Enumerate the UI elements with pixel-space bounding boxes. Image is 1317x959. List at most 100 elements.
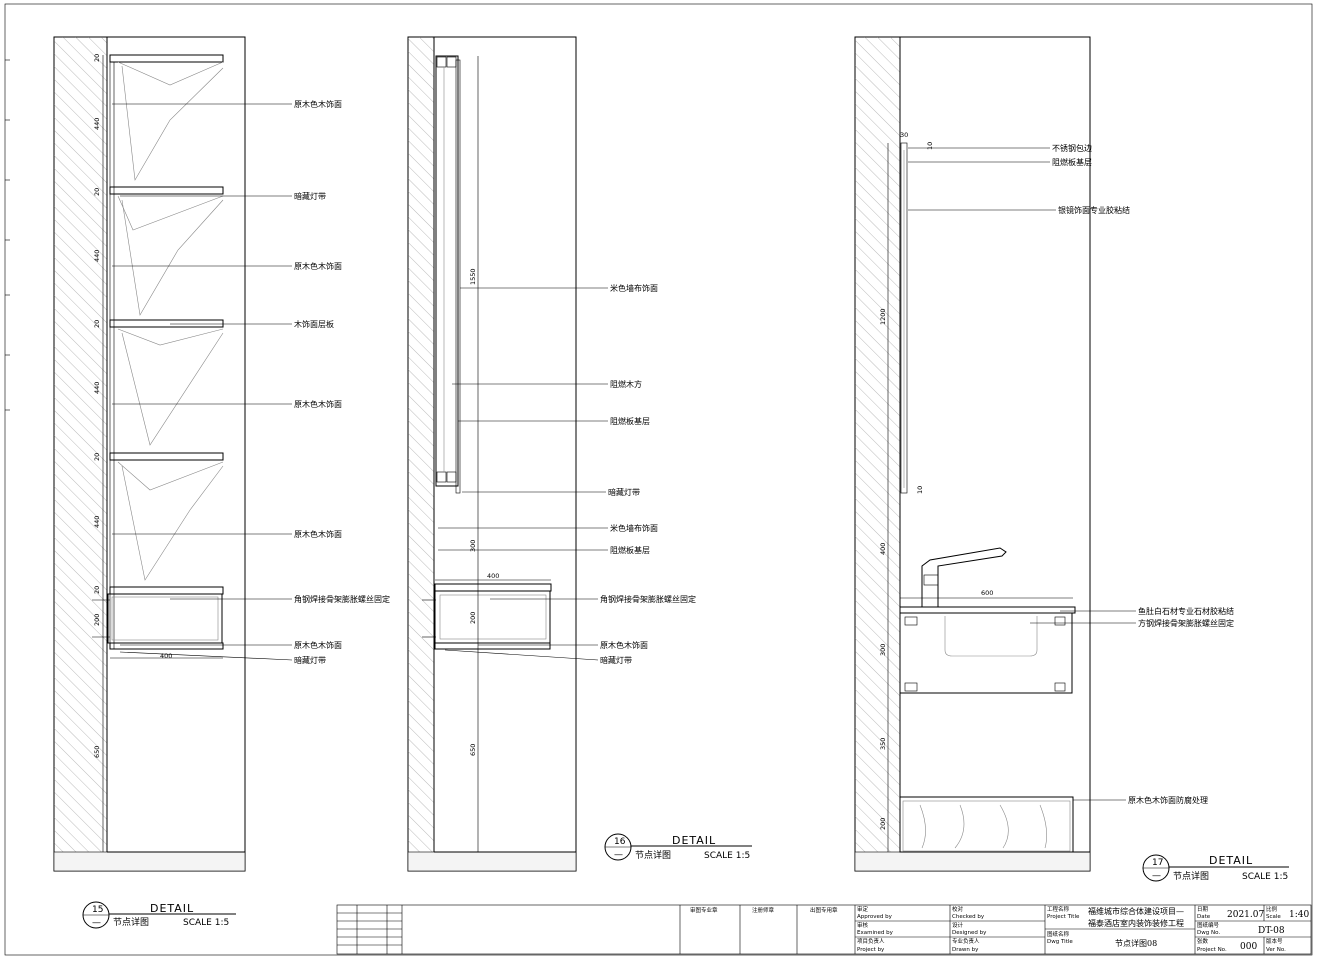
svg-text:福维城市综合体建设项目—: 福维城市综合体建设项目— bbox=[1088, 906, 1184, 916]
detail-15-drawing bbox=[53, 36, 293, 872]
detail-15-title: 15 — DETAIL 节点详图 SCALE 1:5 bbox=[82, 901, 236, 929]
svg-text:福泰酒店室内装饰装修工程: 福泰酒店室内装饰装修工程 bbox=[1088, 918, 1184, 928]
svg-text:600: 600 bbox=[981, 589, 993, 597]
svg-text:10: 10 bbox=[926, 142, 934, 150]
svg-text:17: 17 bbox=[1152, 858, 1163, 868]
svg-text:15: 15 bbox=[92, 905, 103, 915]
label-15-4: 木饰面层板 bbox=[294, 319, 334, 329]
svg-text:项目负责人: 项目负责人 bbox=[857, 937, 885, 945]
svg-text:SCALE 1:5: SCALE 1:5 bbox=[183, 918, 229, 928]
svg-text:Dwg No.: Dwg No. bbox=[1197, 930, 1220, 936]
detail-17-drawing bbox=[854, 36, 1136, 872]
svg-text:鱼肚白石材专业石材胶粘结: 鱼肚白石材专业石材胶粘结 bbox=[1138, 606, 1234, 616]
svg-text:设计: 设计 bbox=[952, 921, 964, 929]
svg-text:审定: 审定 bbox=[857, 905, 869, 913]
svg-text:2021.07: 2021.07 bbox=[1227, 910, 1264, 920]
label-15-6: 原木色木饰面 bbox=[294, 529, 342, 539]
svg-text:原木色木饰面防腐处理: 原木色木饰面防腐处理 bbox=[1128, 795, 1208, 805]
svg-text:米色墙布饰面: 米色墙布饰面 bbox=[610, 523, 658, 533]
svg-text:440: 440 bbox=[93, 516, 101, 528]
svg-text:角钢焊接骨架膨胀螺丝固定: 角钢焊接骨架膨胀螺丝固定 bbox=[600, 594, 696, 604]
svg-text:专业负责人: 专业负责人 bbox=[952, 937, 980, 945]
svg-text:出图专用章: 出图专用章 bbox=[810, 906, 838, 914]
sheet-border bbox=[4, 3, 1313, 956]
label-15-1: 原木色木饰面 bbox=[294, 99, 342, 109]
svg-text:1550: 1550 bbox=[469, 268, 477, 285]
svg-text:20: 20 bbox=[93, 188, 101, 196]
detail-15-labels: 原木色木饰面 暗藏灯带 原木色木饰面 木饰面层板 原木色木饰面 原木色木饰面 角… bbox=[294, 99, 390, 665]
svg-text:Project No.: Project No. bbox=[1197, 947, 1227, 953]
svg-text:SCALE 1:5: SCALE 1:5 bbox=[1242, 872, 1288, 882]
svg-text:650: 650 bbox=[469, 744, 477, 756]
title-block: 审图专业章 注册师章 出图专用章 审定 Approved by 校对 Check… bbox=[336, 904, 1312, 955]
svg-text:10: 10 bbox=[916, 486, 924, 494]
detail-16-title: 16 — DETAIL 节点详图 SCALE 1:5 bbox=[604, 833, 752, 861]
svg-text:300: 300 bbox=[879, 644, 887, 656]
svg-text:Drawn by: Drawn by bbox=[952, 947, 979, 953]
svg-text:校对: 校对 bbox=[952, 905, 964, 913]
svg-text:原木色木饰面: 原木色木饰面 bbox=[600, 640, 648, 650]
label-15-8: 原木色木饰面 bbox=[294, 640, 342, 650]
svg-text:Dwg Title: Dwg Title bbox=[1047, 939, 1073, 945]
svg-text:DETAIL: DETAIL bbox=[150, 902, 194, 915]
svg-text:000: 000 bbox=[1240, 942, 1257, 952]
svg-text:图纸名称: 图纸名称 bbox=[1047, 930, 1070, 938]
svg-text:注册师章: 注册师章 bbox=[752, 906, 775, 914]
svg-text:20: 20 bbox=[93, 320, 101, 328]
svg-text:图纸编号: 图纸编号 bbox=[1197, 921, 1220, 929]
label-15-2: 暗藏灯带 bbox=[294, 191, 326, 201]
svg-text:Checked by: Checked by bbox=[952, 914, 985, 920]
svg-text:16: 16 bbox=[614, 837, 626, 847]
svg-text:节点详图: 节点详图 bbox=[635, 849, 671, 861]
detail-17-labels: 不锈钢包边 阻燃板基层 银镜饰面专业胶粘结 鱼肚白石材专业石材胶粘结 方钢焊接骨… bbox=[1052, 143, 1234, 805]
svg-text:阻燃板基层: 阻燃板基层 bbox=[1052, 157, 1092, 167]
svg-text:400: 400 bbox=[879, 543, 887, 555]
svg-text:Examined by: Examined by bbox=[857, 930, 894, 936]
svg-text:400: 400 bbox=[487, 572, 499, 580]
svg-text:DETAIL: DETAIL bbox=[1209, 854, 1253, 867]
detail-15-dimensions: 20 440 20 440 20 440 20 440 20 200 650 4… bbox=[93, 54, 172, 758]
label-15-9: 暗藏灯带 bbox=[294, 655, 326, 665]
svg-text:阻燃板基层: 阻燃板基层 bbox=[610, 545, 650, 555]
svg-text:比例: 比例 bbox=[1266, 905, 1278, 913]
svg-text:方钢焊接骨架膨胀螺丝固定: 方钢焊接骨架膨胀螺丝固定 bbox=[1138, 618, 1234, 628]
svg-text:不锈钢包边: 不锈钢包边 bbox=[1052, 143, 1092, 153]
svg-text:400: 400 bbox=[160, 652, 172, 660]
svg-text:200: 200 bbox=[879, 818, 887, 830]
svg-text:440: 440 bbox=[93, 382, 101, 394]
svg-text:阻燃木方: 阻燃木方 bbox=[610, 379, 642, 389]
svg-text:350: 350 bbox=[879, 738, 887, 750]
svg-text:20: 20 bbox=[93, 453, 101, 461]
svg-text:300: 300 bbox=[469, 540, 477, 552]
svg-text:440: 440 bbox=[93, 250, 101, 262]
svg-text:节点详图08: 节点详图08 bbox=[1115, 938, 1157, 948]
svg-text:200: 200 bbox=[469, 612, 477, 624]
svg-text:30: 30 bbox=[900, 131, 908, 139]
svg-text:—: — bbox=[614, 850, 623, 860]
svg-text:节点详图: 节点详图 bbox=[1173, 870, 1209, 882]
svg-text:Approved by: Approved by bbox=[857, 914, 893, 920]
svg-text:米色墙布饰面: 米色墙布饰面 bbox=[610, 283, 658, 293]
svg-text:440: 440 bbox=[93, 118, 101, 130]
svg-text:DETAIL: DETAIL bbox=[672, 834, 716, 847]
svg-text:—: — bbox=[1152, 871, 1161, 881]
svg-text:Project Title: Project Title bbox=[1047, 914, 1080, 920]
svg-text:1:40: 1:40 bbox=[1289, 910, 1309, 920]
svg-text:DT-08: DT-08 bbox=[1258, 926, 1285, 936]
label-15-7: 角钢焊接骨架膨胀螺丝固定 bbox=[294, 594, 390, 604]
label-15-3: 原木色木饰面 bbox=[294, 261, 342, 271]
svg-text:200: 200 bbox=[93, 614, 101, 626]
svg-text:审核: 审核 bbox=[857, 921, 869, 929]
svg-text:Date: Date bbox=[1197, 914, 1211, 920]
svg-text:审图专业章: 审图专业章 bbox=[690, 906, 718, 914]
svg-text:日期: 日期 bbox=[1197, 906, 1209, 913]
svg-text:650: 650 bbox=[93, 746, 101, 758]
detail-16-drawing bbox=[407, 36, 608, 872]
svg-text:20: 20 bbox=[93, 586, 101, 594]
svg-text:1200: 1200 bbox=[879, 308, 887, 325]
svg-text:Scale: Scale bbox=[1266, 914, 1281, 920]
svg-text:暗藏灯带: 暗藏灯带 bbox=[608, 487, 640, 497]
svg-text:—: — bbox=[92, 918, 101, 928]
svg-text:阻燃板基层: 阻燃板基层 bbox=[610, 416, 650, 426]
